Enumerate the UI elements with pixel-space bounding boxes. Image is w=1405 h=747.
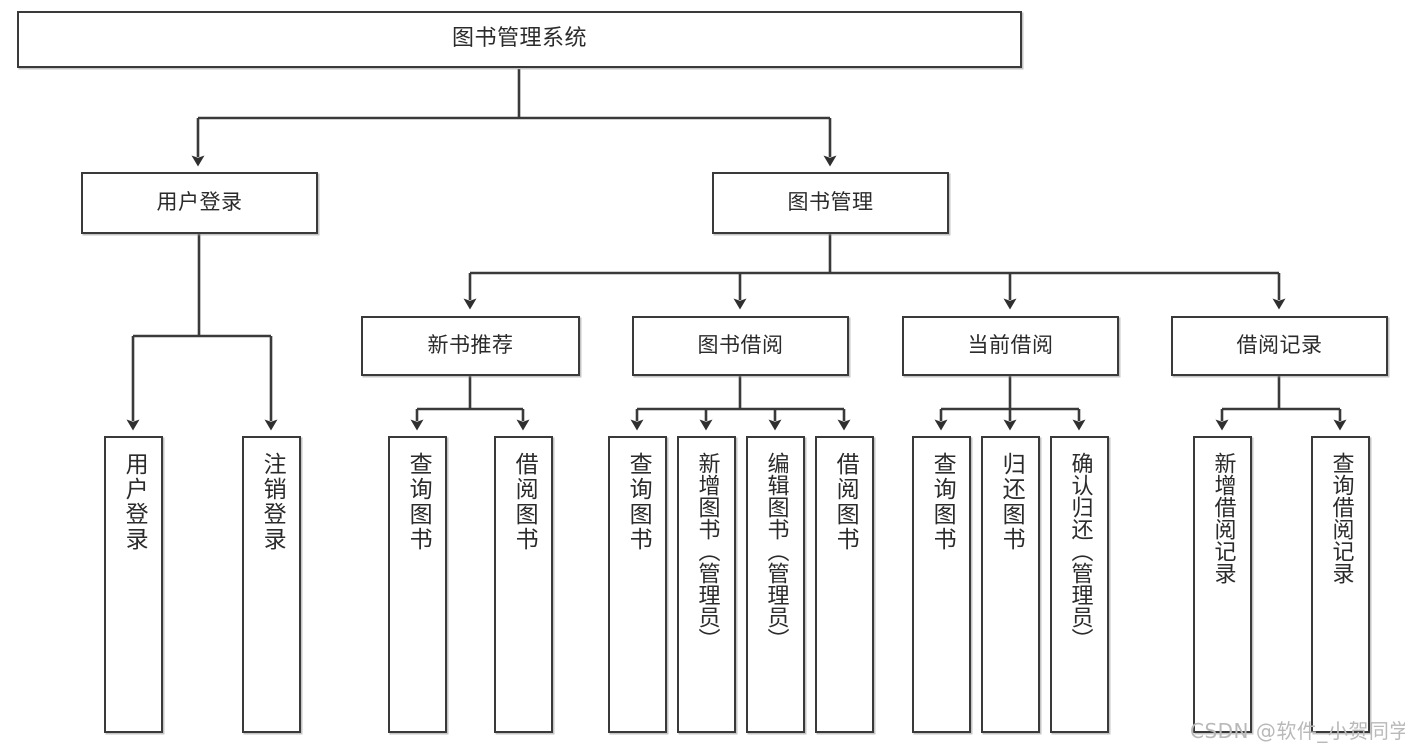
node-book-borrow[interactable]: 图书借阅 — [632, 316, 849, 376]
node-label: 借阅图书 — [832, 452, 859, 552]
node-label: 图书管理 — [787, 190, 874, 215]
leaf-query-book-1[interactable]: 查询图书 — [388, 436, 447, 733]
leaf-query-book-3[interactable]: 查询图书 — [912, 436, 971, 733]
csdn-watermark: CSDN @软件_小贺同学 — [1190, 719, 1405, 743]
leaf-edit-book-admin[interactable]: 编辑图书（管理员） — [746, 436, 805, 733]
node-label: 新增图书（管理员） — [694, 452, 720, 650]
leaf-logout-login[interactable]: 注销登录 — [242, 436, 301, 733]
node-label: 归还图书 — [998, 452, 1025, 552]
node-label: 查询图书 — [405, 452, 432, 552]
node-label: 新书推荐 — [427, 333, 514, 358]
node-label: 图书管理系统 — [451, 26, 587, 52]
node-new-book-recommend[interactable]: 新书推荐 — [361, 316, 580, 376]
node-borrow-record[interactable]: 借阅记录 — [1171, 316, 1388, 376]
node-label: 确认归还（管理员） — [1067, 452, 1093, 650]
leaf-query-book-2[interactable]: 查询图书 — [608, 436, 667, 733]
leaf-borrow-book-1[interactable]: 借阅图书 — [494, 436, 553, 733]
node-root-system[interactable]: 图书管理系统 — [17, 11, 1022, 68]
leaf-query-borrow-record[interactable]: 查询借阅记录 — [1311, 436, 1370, 733]
node-label: 新增借阅记录 — [1210, 452, 1236, 584]
leaf-borrow-book-2[interactable]: 借阅图书 — [815, 436, 874, 733]
node-label: 注销登录 — [259, 452, 286, 552]
leaf-add-book-admin[interactable]: 新增图书（管理员） — [677, 436, 736, 733]
node-label: 图书借阅 — [697, 333, 784, 358]
node-label: 查询借阅记录 — [1328, 452, 1354, 584]
node-label: 借阅图书 — [511, 452, 538, 552]
leaf-confirm-return-admin[interactable]: 确认归还（管理员） — [1050, 436, 1109, 733]
leaf-add-borrow-record[interactable]: 新增借阅记录 — [1193, 436, 1252, 733]
node-label: 用户登录 — [121, 452, 148, 552]
leaf-return-book[interactable]: 归还图书 — [981, 436, 1040, 733]
node-label: 用户登录 — [156, 190, 243, 215]
node-label: 借阅记录 — [1236, 333, 1323, 358]
node-book-manage[interactable]: 图书管理 — [712, 172, 949, 234]
node-label: 编辑图书（管理员） — [763, 452, 789, 650]
node-current-borrow[interactable]: 当前借阅 — [902, 316, 1119, 376]
node-label: 当前借阅 — [967, 333, 1054, 358]
node-user-login[interactable]: 用户登录 — [81, 172, 318, 234]
node-label: 查询图书 — [929, 452, 956, 552]
leaf-user-login[interactable]: 用户登录 — [104, 436, 163, 733]
node-label: 查询图书 — [625, 452, 652, 552]
